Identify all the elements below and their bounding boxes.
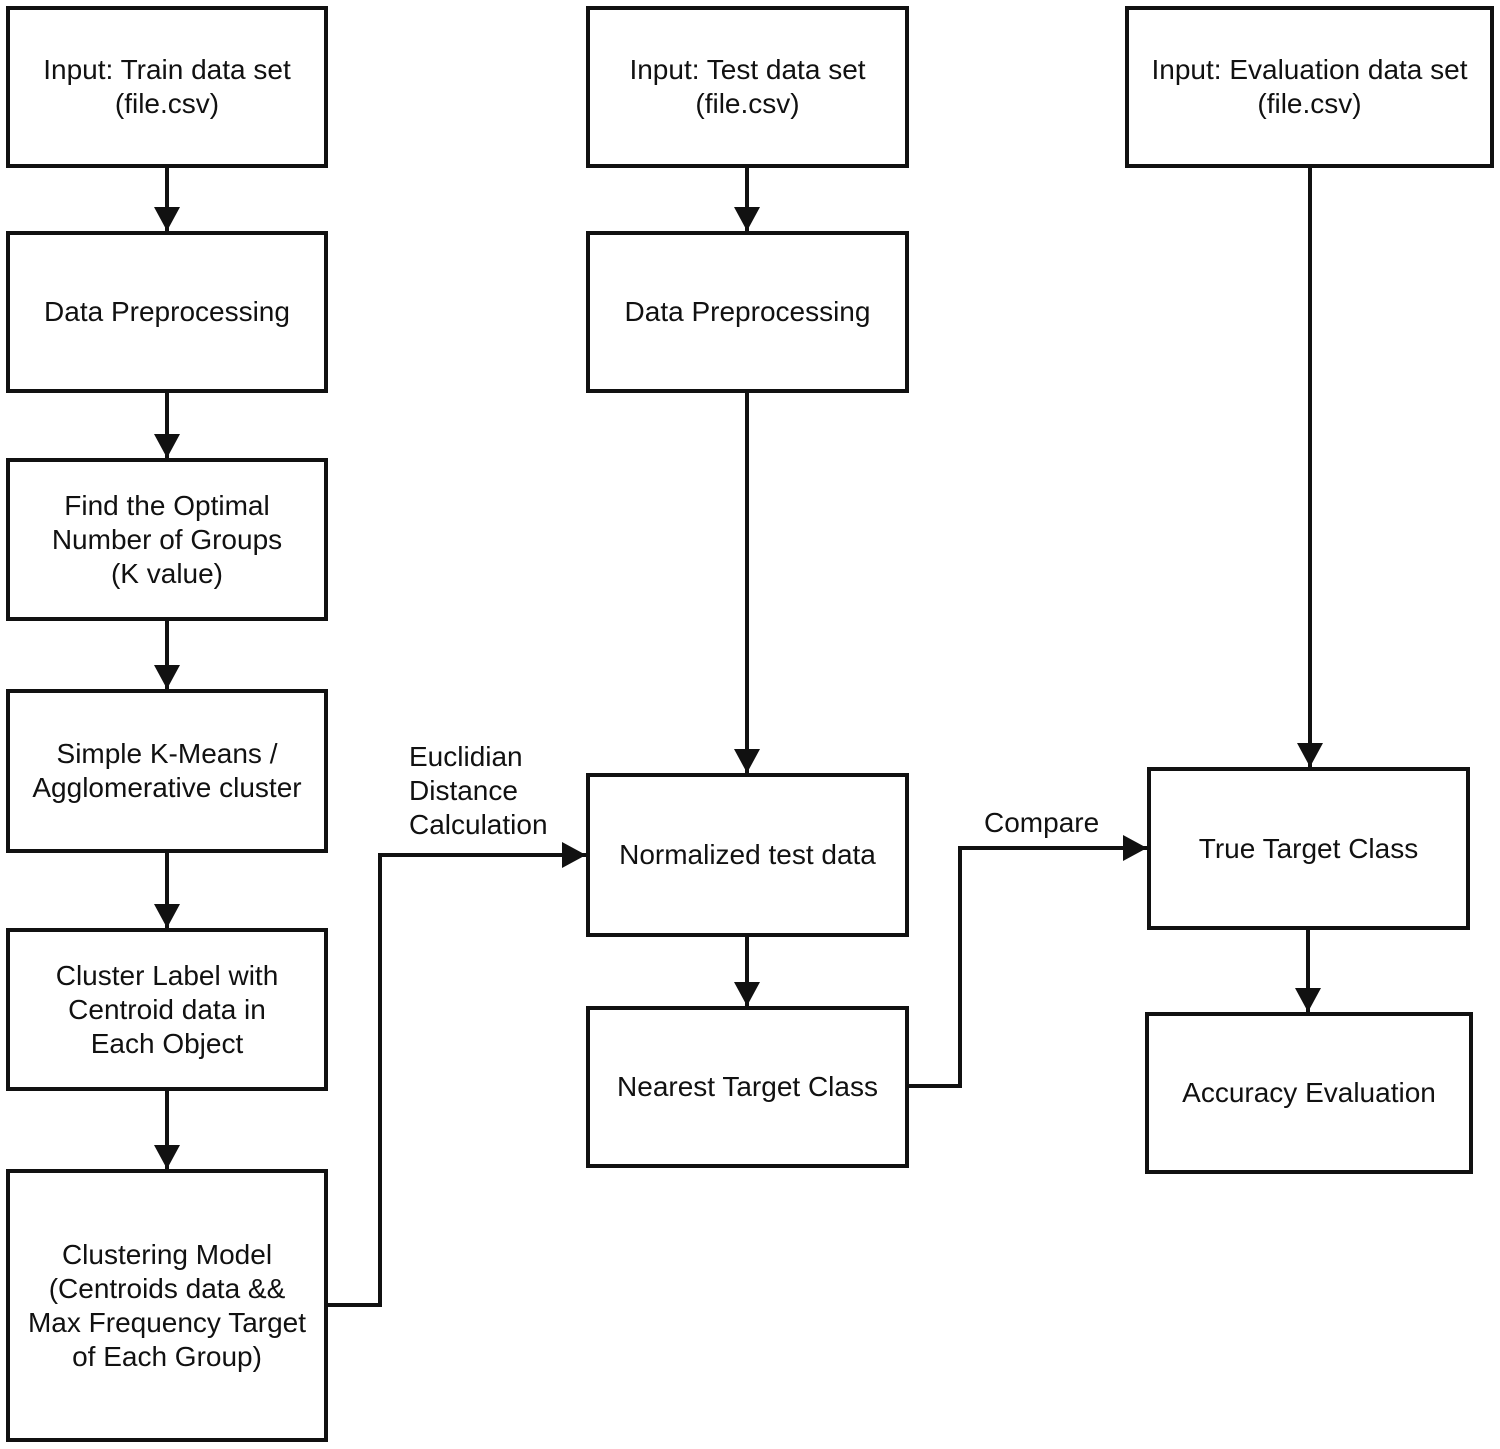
clustering-model-line-4: of Each Group) [72, 1340, 262, 1372]
clustering-model-line-3: Max Frequency Target [27, 1306, 307, 1338]
cluster-label-line-1: Cluster Label with [55, 959, 279, 991]
test-preprocessing-box: Data Preprocessing [586, 231, 909, 393]
test-input-line-2: (file.csv) [695, 88, 800, 119]
normalized-test-data-label: Normalized test data [619, 839, 876, 870]
find-k-line-2: Number of Groups [51, 523, 283, 555]
clustering-model-line-2: (Centroids data && [48, 1272, 286, 1304]
accuracy-evaluation-box: Accuracy Evaluation [1145, 1012, 1473, 1174]
compare-text: Compare [984, 807, 1100, 838]
accuracy-evaluation-label: Accuracy Evaluation [1182, 1077, 1436, 1108]
normalized-test-data-box: Normalized test data [586, 773, 909, 937]
euclidian-line-1: Euclidian [409, 741, 523, 772]
euclidian-distance-label: Euclidian Distance Calculation [409, 740, 548, 842]
cluster-label-line-3: Each Object [90, 1027, 244, 1059]
euclidian-line-3: Calculation [409, 809, 548, 840]
find-k-line-3: (K value) [110, 557, 224, 589]
train-preprocessing-box: Data Preprocessing [6, 231, 328, 393]
clustering-line-1: Simple K-Means / [56, 738, 278, 769]
train-input-line-1: Input: Train data set [43, 54, 291, 85]
clustering-box: Simple K-Means / Agglomerative cluster [6, 689, 328, 853]
clustering-model-line-1: Clustering Model [61, 1238, 273, 1270]
cluster-label-line-2: Centroid data in [68, 993, 266, 1025]
arrow-model-to-normalized [327, 842, 586, 1307]
clustering-model-box: Clustering Model (Centroids data && Max … [6, 1169, 328, 1442]
eval-input-line-1: Input: Evaluation data set [1151, 54, 1468, 85]
train-preprocessing-label: Data Preprocessing [44, 296, 290, 327]
test-input-box: Input: Test data set (file.csv) [586, 6, 909, 168]
nearest-target-class-label: Nearest Target Class [617, 1071, 878, 1102]
test-input-line-1: Input: Test data set [629, 54, 866, 85]
find-k-line-1: Find the Optimal [64, 489, 270, 521]
train-input-line-2: (file.csv) [114, 88, 220, 119]
eval-input-box: Input: Evaluation data set (file.csv) [1125, 6, 1494, 168]
cluster-label-box: Cluster Label with Centroid data in Each… [6, 928, 328, 1091]
true-target-class-label: True Target Class [1198, 832, 1419, 864]
arrow-nearest-to-true-class [908, 835, 1147, 1088]
true-target-class-box: True Target Class [1147, 767, 1470, 930]
find-k-box: Find the Optimal Number of Groups (K val… [6, 458, 328, 621]
compare-label: Compare [984, 806, 1099, 840]
clustering-line-2: Agglomerative cluster [32, 772, 302, 803]
nearest-target-class-box: Nearest Target Class [586, 1006, 909, 1168]
train-input-box: Input: Train data set (file.csv) [6, 6, 328, 168]
euclidian-line-2: Distance [409, 775, 518, 806]
eval-input-line-2: (file.csv) [1257, 88, 1362, 119]
test-preprocessing-label: Data Preprocessing [624, 296, 871, 327]
